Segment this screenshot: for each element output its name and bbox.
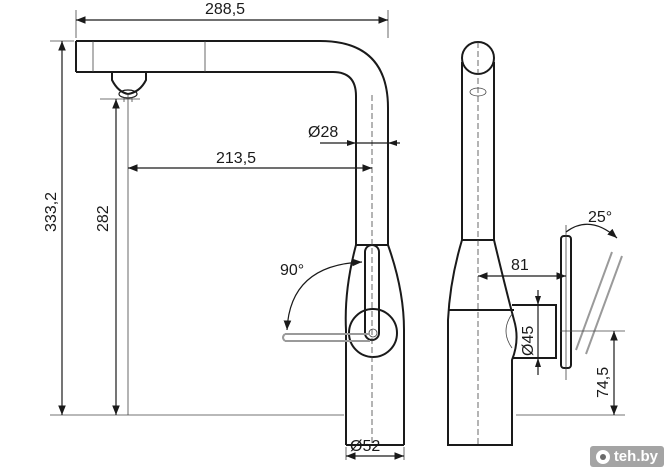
side-body: [447, 239, 518, 446]
lever-tilt-label: 25°: [588, 209, 612, 226]
side-view: 25° 81 Ø45 74,5: [447, 41, 625, 446]
site-watermark: teh.by: [589, 446, 664, 467]
rotation-arc: [283, 258, 363, 331]
dim-total-height: 333,2: [43, 192, 60, 232]
dim-spout-height: 282: [95, 205, 112, 232]
rotated-handle: [282, 333, 370, 342]
rotation-label: 90°: [280, 262, 304, 279]
spout-outline: [76, 40, 389, 245]
front-view: 90° 288,5 333,2 282 213,5 Ø28 Ø52: [43, 1, 405, 460]
watermark-text: teh.by: [613, 448, 658, 465]
tilted-lever: [575, 251, 623, 355]
spray-head: [111, 72, 147, 96]
faucet-body: [344, 244, 405, 445]
cartridge-housing: [512, 304, 557, 359]
dim-lever-height: 74,5: [595, 367, 612, 398]
dim-spout-reach-axis: 213,5: [216, 150, 256, 167]
dim-spout-reach-total: 288,5: [205, 1, 245, 18]
dim-cartridge-diameter: Ø45: [520, 326, 537, 356]
dim-lever-offset: 81: [511, 257, 529, 274]
dim-column-diameter: Ø28: [308, 124, 338, 141]
logo-icon: [595, 449, 610, 464]
dim-base-diameter: Ø52: [350, 438, 380, 455]
